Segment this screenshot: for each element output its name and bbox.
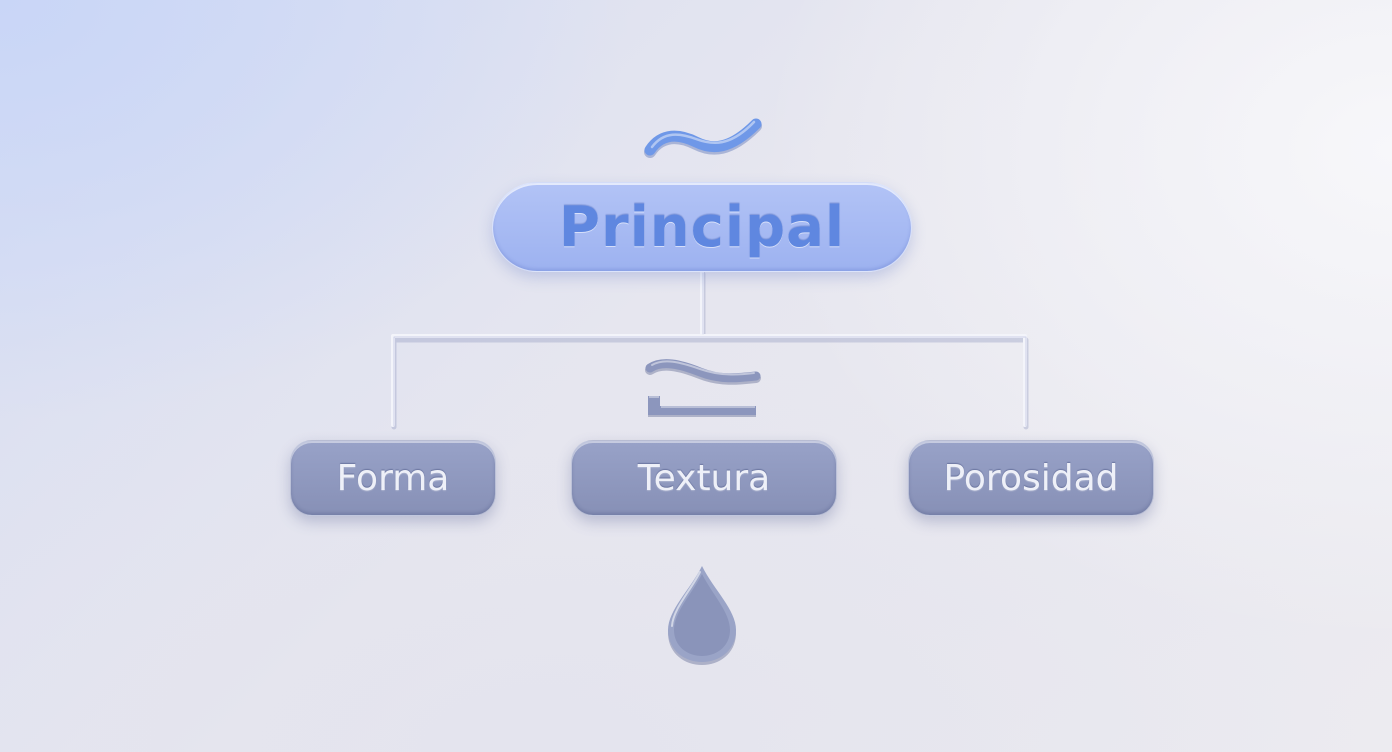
- forma-node-label: Forma: [336, 457, 450, 499]
- textura-node[interactable]: Textura: [571, 440, 837, 516]
- principal-node[interactable]: Principal: [492, 182, 912, 272]
- forma-node[interactable]: Forma: [290, 440, 496, 516]
- porosidad-node-label: Porosidad: [943, 457, 1119, 499]
- porosidad-node[interactable]: Porosidad: [908, 440, 1154, 516]
- principal-node-label: Principal: [558, 194, 846, 260]
- wave-icon: [644, 118, 762, 158]
- wave-stack-icon: [645, 359, 761, 417]
- water-drop-icon: [668, 566, 736, 665]
- textura-node-label: Textura: [637, 457, 771, 499]
